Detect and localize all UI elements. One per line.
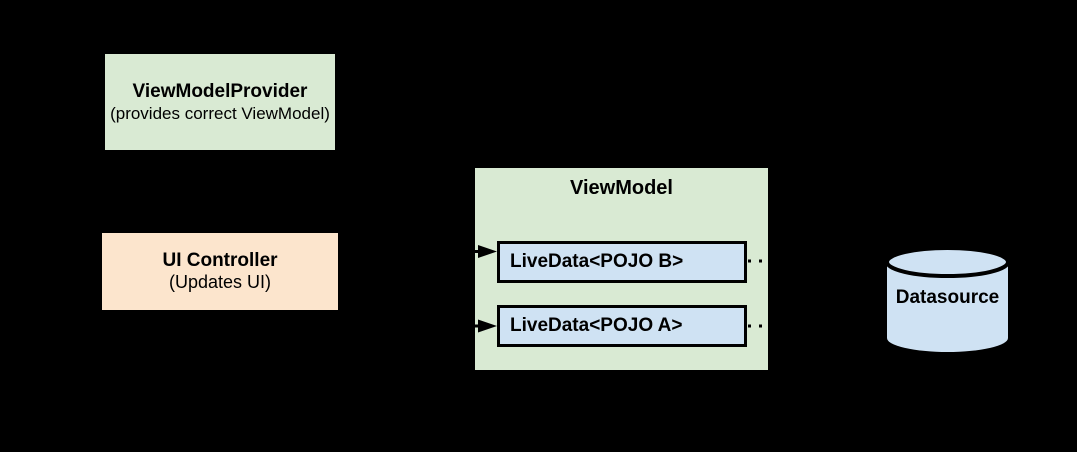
viewmodel-title: ViewModel bbox=[570, 177, 673, 199]
livedata-pojo-a-box: LiveData<POJO A> bbox=[497, 305, 747, 347]
viewmodelprovider-title: ViewModelProvider bbox=[132, 80, 308, 102]
viewmodelprovider-subtitle: (provides correct ViewModel) bbox=[110, 103, 330, 123]
datasource-label: Datasource bbox=[895, 287, 1000, 308]
livedata-pojo-b-box: LiveData<POJO B> bbox=[497, 241, 747, 283]
ui-controller-box: UI Controller (Updates UI) bbox=[102, 233, 338, 310]
ui-controller-subtitle: (Updates UI) bbox=[168, 272, 272, 292]
viewmodelprovider-box: ViewModelProvider (provides correct View… bbox=[105, 54, 335, 150]
datasource-cylinder-bottom bbox=[887, 324, 1008, 352]
datasource-cylinder-top bbox=[885, 246, 1010, 278]
ui-controller-title: UI Controller bbox=[162, 250, 278, 271]
